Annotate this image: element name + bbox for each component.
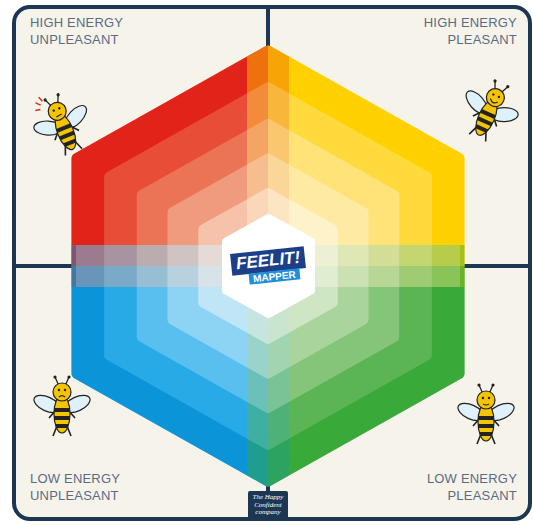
company-name: The Happy Confident company xyxy=(250,494,286,517)
logo-hexagon: FEELIT!MAPPER xyxy=(222,214,315,318)
calm-band xyxy=(0,245,533,287)
bee-figure xyxy=(21,81,102,163)
feeling-band xyxy=(268,266,460,482)
quadrant-label: LOW ENERGY PLEASANT xyxy=(417,470,517,504)
bee-figure xyxy=(455,383,516,444)
quadrant-label: LOW ENERGY UNPLEASANT xyxy=(30,470,130,504)
bee-figure xyxy=(449,70,530,150)
quadrant-label: HIGH ENERGY UNPLEASANT xyxy=(30,14,130,48)
feeling-band xyxy=(76,50,268,266)
company-logo: The Happy Confident company xyxy=(248,491,288,521)
feeling-band xyxy=(76,266,268,482)
bee-figure xyxy=(31,375,92,436)
feelings-hexagon xyxy=(0,50,533,482)
quadrant-label: HIGH ENERGY PLEASANT xyxy=(417,14,517,48)
feeling-band xyxy=(268,50,460,266)
